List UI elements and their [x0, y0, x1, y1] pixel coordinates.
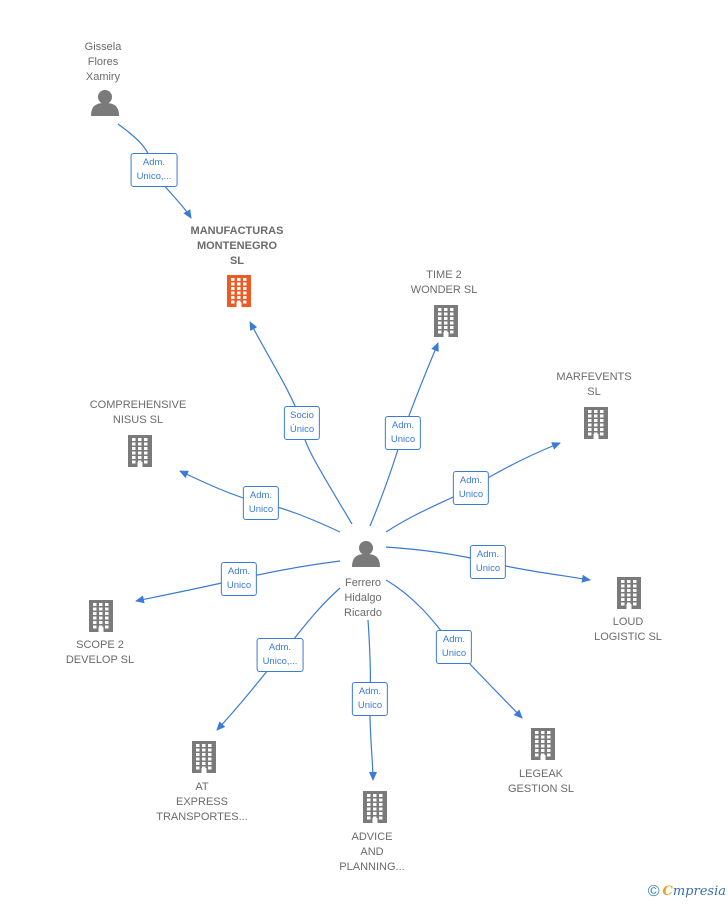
- node-label-manufacturas[interactable]: MANUFACTURAS MONTENEGRO SL: [190, 225, 284, 267]
- edge-label-ferrero-atexpress[interactable]: Adm. Unico,...: [256, 638, 304, 672]
- brand-logo: Cmpresia: [662, 884, 727, 899]
- edge-label-gissela-manufacturas[interactable]: Adm. Unico,...: [130, 153, 178, 187]
- edge-label-ferrero-legeak[interactable]: Adm. Unico: [435, 630, 473, 664]
- building-icon-legeak[interactable]: [531, 728, 555, 760]
- building-icon-time2[interactable]: [434, 305, 458, 337]
- node-label-loud[interactable]: LOUD LOGISTIC SL: [594, 616, 662, 643]
- node-label-gissela[interactable]: Gissela Flores Xamiry: [84, 41, 122, 83]
- node-label-comprehensive[interactable]: COMPREHENSIVE NISUS SL: [89, 399, 187, 426]
- building-icon-loud[interactable]: [617, 577, 641, 609]
- building-icon-comprehensive[interactable]: [128, 435, 152, 467]
- building-icon-scope2[interactable]: [89, 600, 113, 632]
- copyright-icon: ©: [647, 883, 660, 900]
- footer-brand[interactable]: ©Cmpresia: [648, 883, 726, 901]
- person-icon-ferrero[interactable]: [352, 541, 380, 567]
- node-label-legeak[interactable]: LEGEAK GESTION SL: [507, 768, 575, 795]
- edge-label-ferrero-comprehensive[interactable]: Adm. Unico: [242, 486, 280, 520]
- edge-label-ferrero-scope2[interactable]: Adm. Unico: [220, 562, 258, 596]
- edge-label-ferrero-advice[interactable]: Adm. Unico: [351, 682, 389, 716]
- node-label-marfevents[interactable]: MARFEVENTS SL: [556, 371, 632, 398]
- building-icon-atexpress[interactable]: [192, 741, 216, 773]
- node-label-atexpress[interactable]: AT EXPRESS TRANSPORTES...: [156, 781, 248, 823]
- edge-label-ferrero-loud[interactable]: Adm. Unico: [469, 545, 507, 579]
- node-label-time2[interactable]: TIME 2 WONDER SL: [410, 269, 478, 296]
- edge-label-ferrero-time2[interactable]: Adm. Unico: [384, 416, 422, 450]
- edge-label-ferrero-manufacturas[interactable]: Socio Único: [283, 406, 321, 440]
- node-label-scope2[interactable]: SCOPE 2 DEVELOP SL: [65, 639, 135, 666]
- building-icon-manufacturas[interactable]: [227, 275, 251, 307]
- edge-label-ferrero-marfevents[interactable]: Adm. Unico: [452, 471, 490, 505]
- node-label-advice[interactable]: ADVICE AND PLANNING...: [339, 831, 405, 873]
- building-icon-advice[interactable]: [363, 791, 387, 823]
- building-icon-marfevents[interactable]: [584, 407, 608, 439]
- person-icon-gissela[interactable]: [91, 90, 119, 116]
- node-label-ferrero[interactable]: Ferrero Hidalgo Ricardo: [344, 577, 382, 619]
